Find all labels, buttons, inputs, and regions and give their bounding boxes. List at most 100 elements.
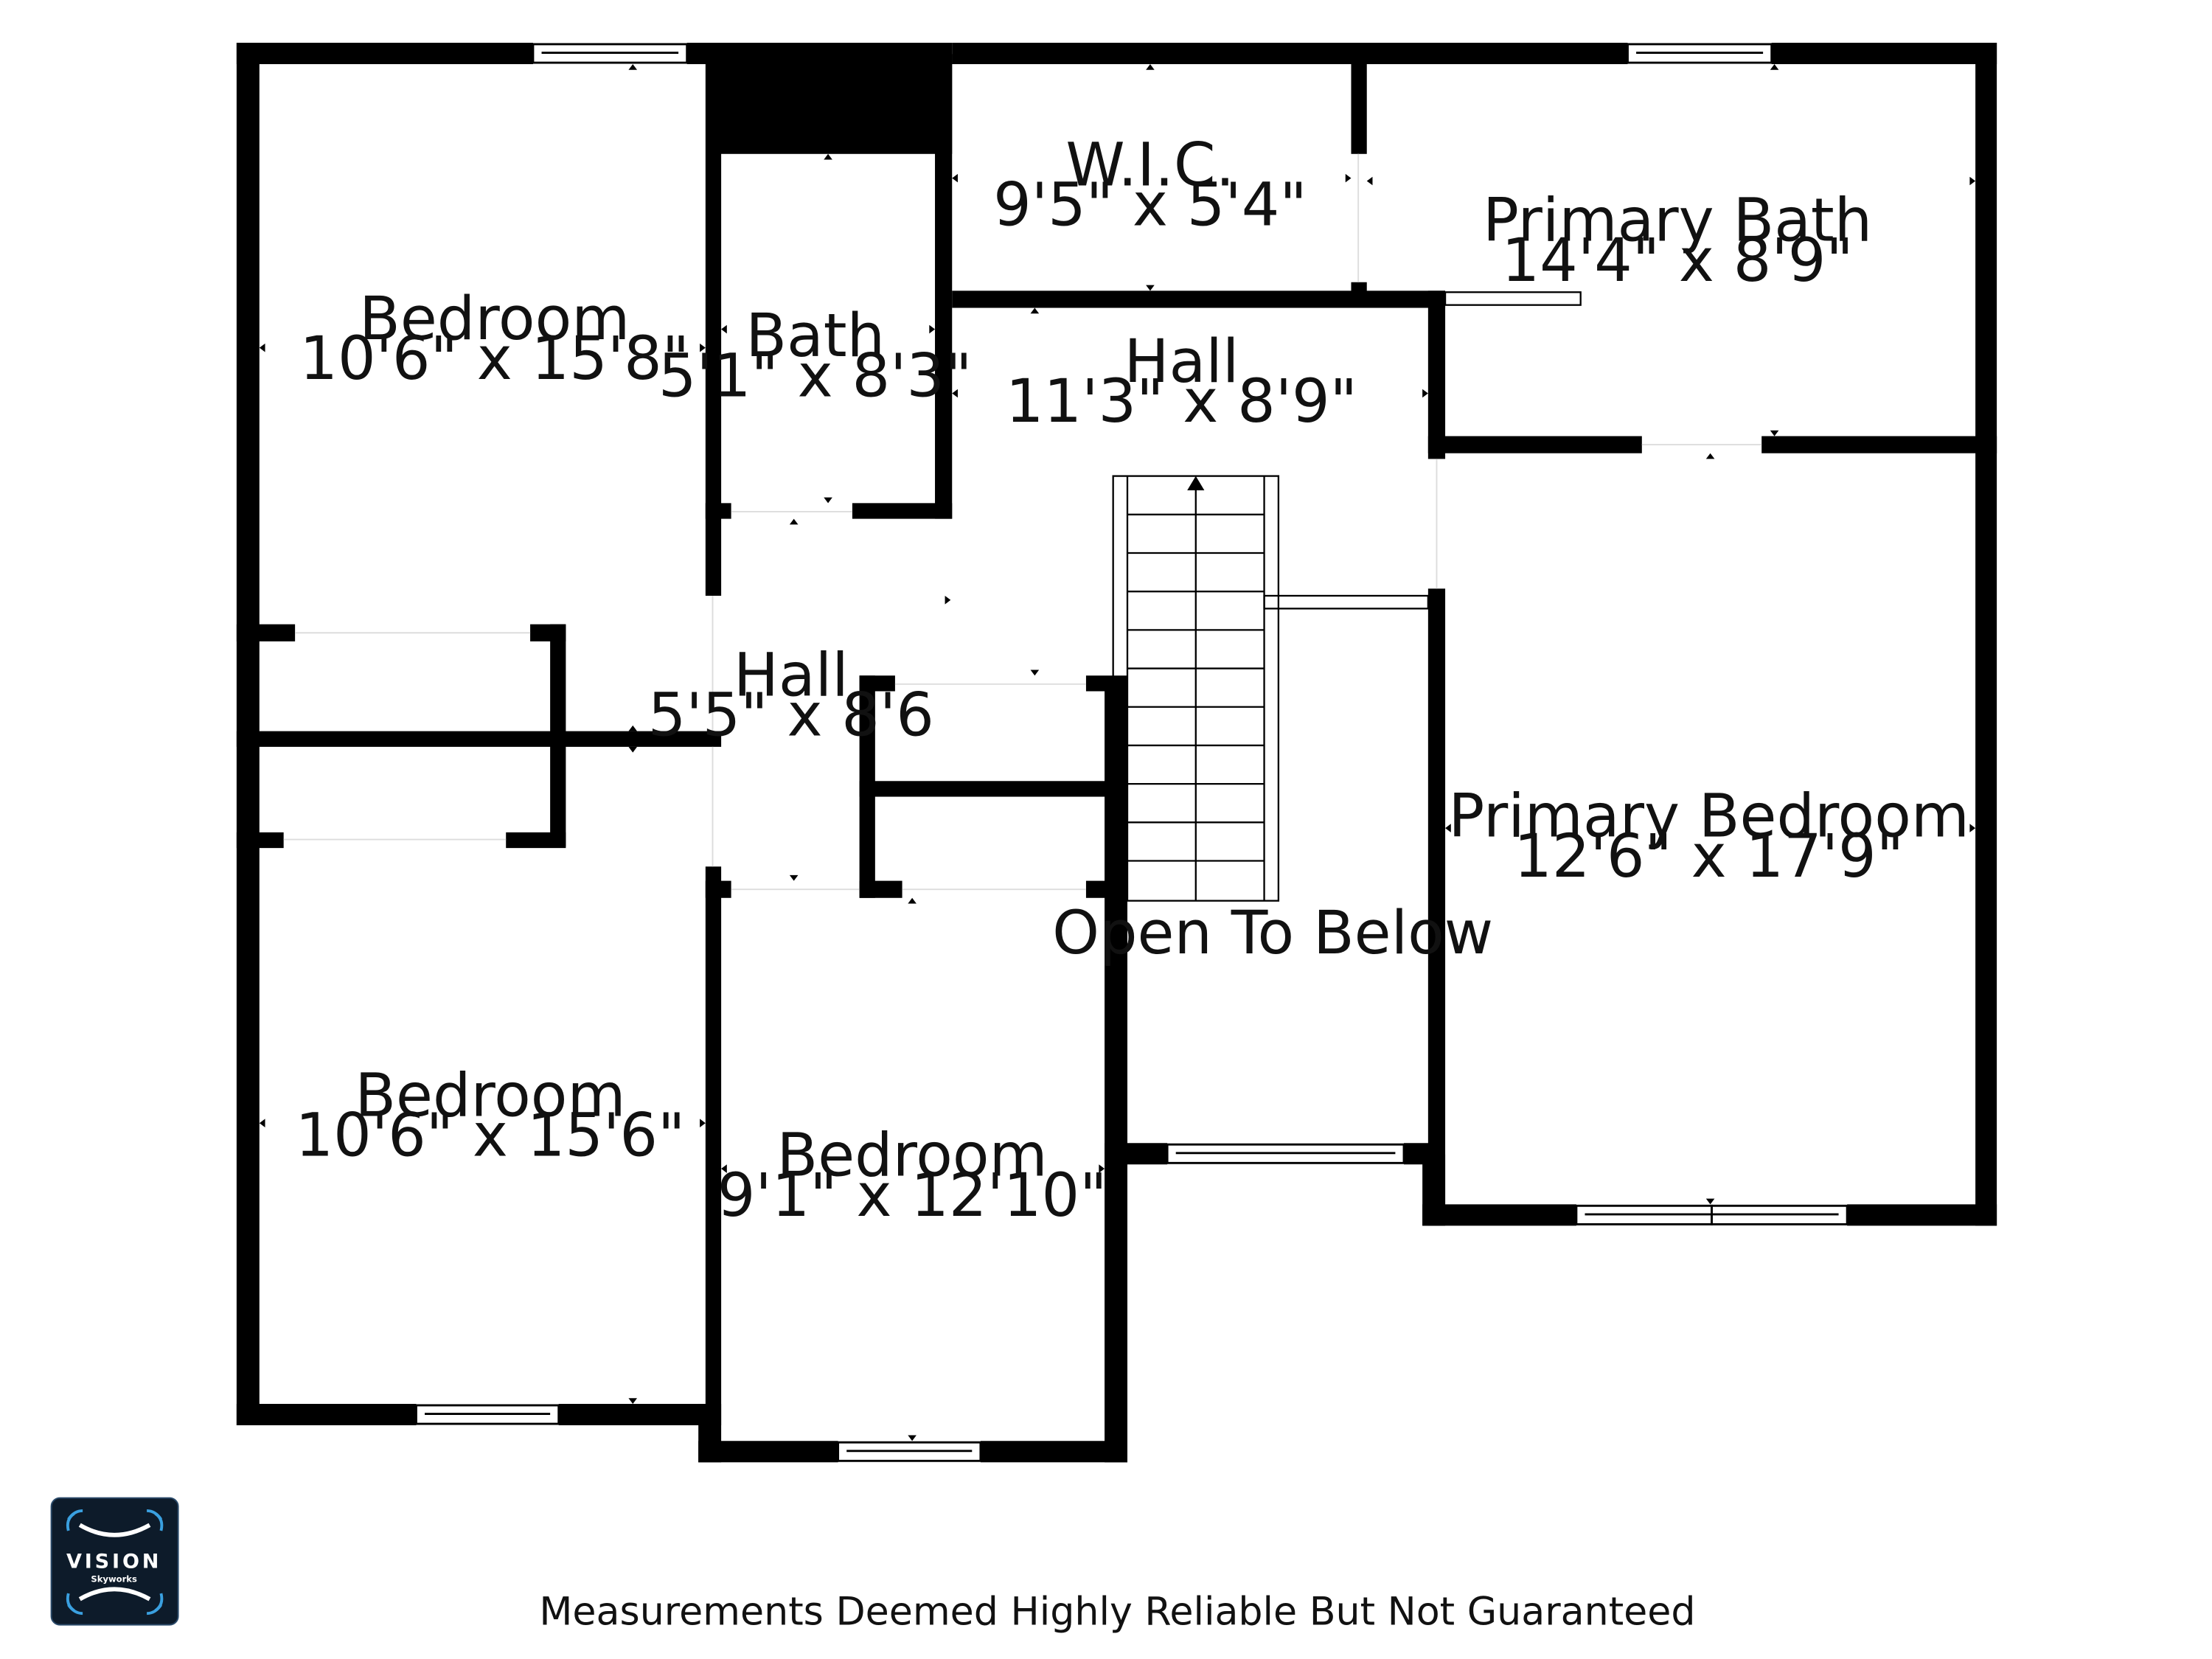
- wall-bedroom3-top-a: [705, 880, 731, 898]
- tick-marker: [789, 874, 799, 881]
- tick-marker: [1969, 824, 1976, 832]
- room-dims-wic: 9'5" x 5'4": [993, 170, 1307, 240]
- room-label-hall-upper: Hall: [1124, 327, 1239, 397]
- interior-walls: [236, 54, 1997, 1425]
- dimension-markers: [259, 63, 1976, 1441]
- tick-marker: [259, 343, 265, 352]
- wall-top-mid-b: [952, 42, 1628, 64]
- wall-bedroom3-top-c: [1085, 880, 1127, 898]
- logo-sub: Skyworks: [91, 1574, 137, 1585]
- tick-marker: [628, 725, 638, 731]
- tick-marker: [700, 343, 706, 352]
- wall-wic-bottom: [952, 291, 1446, 308]
- chimney-block: [706, 54, 953, 154]
- tick-marker: [1705, 1198, 1715, 1205]
- tick-marker: [1366, 176, 1373, 186]
- wall-primary-bottom-b: [1847, 1204, 1997, 1226]
- room-label-wic: W.I.C.: [1065, 131, 1234, 200]
- room-dims-bedroom-3: 9'1" x 12'10": [717, 1161, 1107, 1231]
- wall-wic-right-top: [1351, 54, 1367, 154]
- room-label-bedroom-3: Bedroom: [777, 1121, 1048, 1191]
- tick-marker: [628, 1398, 638, 1404]
- logo-name: VISION: [66, 1550, 161, 1573]
- wall-closet-mid: [236, 731, 722, 747]
- tick-marker: [259, 1119, 265, 1127]
- wall-bottom-left-a: [236, 1403, 417, 1425]
- wall-bottom-mid-a: [698, 1441, 838, 1463]
- stair-up-arrow-icon: [1187, 476, 1205, 490]
- primary-bath-counter: [1444, 291, 1582, 306]
- openings: [283, 153, 1762, 891]
- wall-top-left: [236, 42, 533, 64]
- wall-closet-bottom-b: [506, 832, 566, 849]
- room-label-hall-lower: Hall: [734, 641, 849, 710]
- tick-marker: [1445, 824, 1451, 832]
- tick-marker: [700, 1119, 706, 1127]
- wall-hall-right-lower: [1427, 588, 1446, 1226]
- room-dims-bath: 5'1" x 8'3": [658, 341, 973, 411]
- tick-marker: [1345, 173, 1352, 183]
- tick-marker: [908, 1435, 917, 1441]
- tick-marker: [789, 518, 799, 525]
- tick-marker: [929, 324, 936, 334]
- tick-marker: [1146, 63, 1155, 70]
- wall-hall-closet-top-b: [1085, 675, 1127, 692]
- room-dims-hall-upper: 11'3" x 8'9": [1006, 367, 1357, 437]
- wall-bath-right: [935, 54, 953, 519]
- tick-marker: [721, 1164, 727, 1173]
- tick-marker: [1030, 307, 1040, 314]
- tick-marker: [952, 389, 958, 398]
- wall-open-bottom-a: [1105, 1143, 1168, 1165]
- tick-marker: [1770, 430, 1779, 437]
- tick-marker: [1770, 63, 1779, 70]
- wall-bath-bottom-b: [852, 503, 953, 519]
- wall-hall-closet-top-a: [859, 675, 895, 692]
- wall-bedroom1-right: [705, 54, 722, 596]
- wall-primary-bath-bottom-b: [1761, 436, 1997, 453]
- tick-marker: [1422, 389, 1428, 398]
- exterior-walls: [236, 42, 1997, 1463]
- wall-primary-bath-bottom-a: [1427, 436, 1642, 453]
- tick-marker: [628, 746, 638, 753]
- drone-arms-icon: [78, 1523, 151, 1601]
- wall-closet-top-a: [236, 624, 296, 641]
- room-label-bedroom-1: Bedroom: [359, 285, 630, 354]
- room-label-primary-bedroom: Primary Bedroom: [1448, 782, 1969, 852]
- disclaimer-text: Measurements Deemed Highly Reliable But …: [539, 1590, 1695, 1635]
- tick-marker: [824, 153, 832, 160]
- wall-primary-bottom-a: [1422, 1204, 1576, 1226]
- tick-marker: [945, 595, 951, 605]
- room-dims-bedroom-1: 10'6" x 15'8": [299, 324, 689, 394]
- drone-icon: [66, 1509, 164, 1615]
- tick-marker: [1146, 285, 1155, 291]
- wall-top-right: [1771, 42, 1997, 64]
- room-label-primary-bath: Primary Bath: [1483, 187, 1872, 256]
- room-dims-hall-lower: 5'5" x 8'6: [648, 681, 934, 750]
- tick-marker: [721, 324, 727, 334]
- wall-bedroom2-right: [705, 866, 722, 1425]
- room-dims-bedroom-2: 10'6" x 15'6": [296, 1102, 686, 1171]
- wall-bottom-left-b: [558, 1403, 720, 1425]
- vision-skyworks-logo: VISION Skyworks: [50, 1497, 179, 1626]
- tick-marker: [1969, 176, 1976, 186]
- logo-background: [50, 1497, 179, 1626]
- wall-hall-right-upper: [1427, 291, 1446, 459]
- wall-right: [1975, 42, 1997, 1226]
- room-dims-primary-bath: 14'4" x 8'9": [1502, 226, 1854, 296]
- room-label-open-to-below: Open To Below: [1052, 899, 1493, 968]
- wall-bath-bottom-a: [705, 503, 731, 519]
- wall-closet-bottom-a: [236, 832, 284, 849]
- railing: [1263, 594, 1430, 610]
- room-dims-primary-bedroom: 12'6" x 17'9": [1514, 822, 1904, 891]
- wall-left-upper: [236, 42, 260, 739]
- tick-marker: [824, 497, 832, 504]
- staircase: [1112, 291, 1582, 902]
- tick-marker: [908, 897, 917, 904]
- wall-bottom-mid-b: [980, 1441, 1127, 1463]
- room-labels: Bedroom 10'6" x 15'8" Bath 5'1" x 8'3" W…: [296, 131, 1969, 1231]
- wall-left-lower: [236, 738, 260, 1425]
- tick-marker: [1705, 453, 1715, 459]
- windows: [414, 43, 1848, 1462]
- tick-marker: [1099, 1164, 1105, 1173]
